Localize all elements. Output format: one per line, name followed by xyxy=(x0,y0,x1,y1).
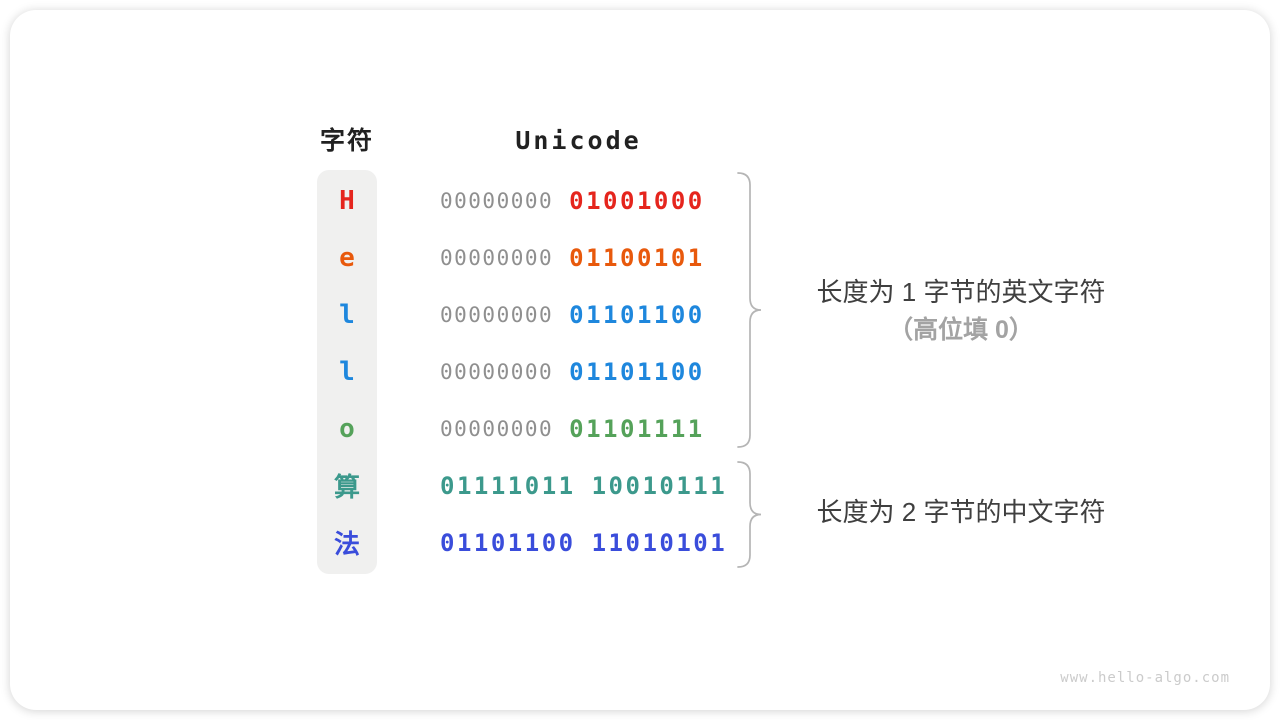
high-byte: 00000000 xyxy=(440,359,554,384)
low-byte: 01101111 xyxy=(569,414,705,443)
figure-card: 字符 Unicode H 00000000 01001000 e 0000000… xyxy=(10,10,1270,710)
curly-braces xyxy=(737,172,762,568)
binary-cell: 00000000 01001000 xyxy=(440,172,705,229)
brace-chinese-rows xyxy=(737,461,762,568)
high-byte: 00000000 xyxy=(440,188,554,213)
char-cell: l xyxy=(339,356,355,387)
binary-cell: 01101100 11010101 xyxy=(440,514,727,571)
high-byte: 01101100 xyxy=(440,528,576,557)
high-byte: 00000000 xyxy=(440,416,554,441)
annotation-line: 长度为 2 字节的中文字符 xyxy=(816,497,1106,527)
binary-cell: 00000000 01101100 xyxy=(440,343,705,400)
annotation-subline: （高位填 0） xyxy=(888,316,1034,344)
brace-english-rows xyxy=(737,172,762,448)
low-byte: 01001000 xyxy=(569,186,705,215)
low-byte: 01100101 xyxy=(569,243,705,272)
high-byte: 01111011 xyxy=(440,471,576,500)
char-cell: 法 xyxy=(333,530,360,560)
character-column-background xyxy=(317,170,377,574)
encoding-table: H 00000000 01001000 e 00000000 01100101 … xyxy=(317,172,737,571)
low-byte: 01101100 xyxy=(569,357,705,386)
binary-cell: 00000000 01100101 xyxy=(440,229,705,286)
char-cell: 算 xyxy=(333,473,360,503)
watermark-url: www.hello-algo.com xyxy=(1060,670,1230,686)
char-row: l 00000000 01101100 xyxy=(317,286,737,343)
char-row: H 00000000 01001000 xyxy=(317,172,737,229)
annotation-line: 长度为 1 字节的英文字符 xyxy=(816,277,1106,307)
char-row: o 00000000 01101111 xyxy=(317,400,737,457)
high-byte: 00000000 xyxy=(440,245,554,270)
column-header-unicode: Unicode xyxy=(515,126,642,155)
char-row: l 00000000 01101100 xyxy=(317,343,737,400)
char-row: 算 01111011 10010111 xyxy=(317,457,737,514)
char-cell: e xyxy=(339,242,355,273)
high-byte: 00000000 xyxy=(440,302,554,327)
annotation-chinese-chars: 长度为 2 字节的中文字符 xyxy=(770,493,1152,531)
binary-cell: 00000000 01101111 xyxy=(440,400,705,457)
low-byte: 10010111 xyxy=(591,471,728,500)
char-cell: H xyxy=(339,185,355,216)
binary-cell: 01111011 10010111 xyxy=(440,457,727,514)
binary-cell: 00000000 01101100 xyxy=(440,286,705,343)
char-row: 法 01101100 11010101 xyxy=(317,514,737,571)
char-row: e 00000000 01100101 xyxy=(317,229,737,286)
low-byte: 11010101 xyxy=(591,528,728,557)
column-header-char: 字符 xyxy=(319,127,374,155)
char-cell: l xyxy=(339,299,355,330)
low-byte: 01101100 xyxy=(569,300,705,329)
annotation-english-chars: 长度为 1 字节的英文字符 （高位填 0） xyxy=(770,273,1152,349)
char-cell: o xyxy=(339,413,355,444)
